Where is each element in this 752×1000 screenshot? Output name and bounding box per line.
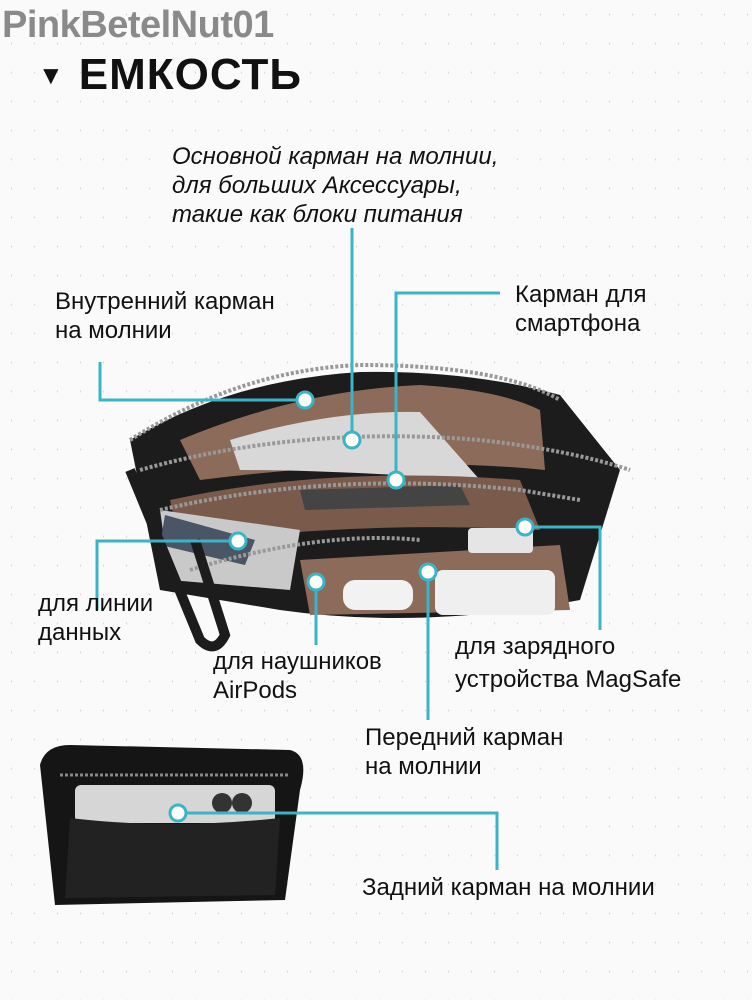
callout-airpods: для наушников AirPods xyxy=(213,647,382,705)
watermark: PinkBetelNut01 xyxy=(2,4,274,46)
callout-back-pocket: Задний карман на молнии xyxy=(362,873,655,902)
callout-line: Основной карман на молнии, xyxy=(172,143,499,170)
callout-magsafe: для зарядного устройства MagSafe xyxy=(455,630,681,696)
callout-dots xyxy=(168,390,535,823)
callout-line: Задний карман на молнии xyxy=(362,874,655,901)
callout-line: устройства MagSafe xyxy=(455,666,682,693)
callout-line: Внутренний карман xyxy=(55,288,275,315)
callout-line: Передний карман xyxy=(365,724,564,751)
callout-inner-pocket: Внутренний карман на молнии xyxy=(55,287,275,345)
clutch-bag-open xyxy=(125,362,631,652)
callout-line: на молнии xyxy=(55,317,172,344)
triangle-down-icon: ▼ xyxy=(38,59,65,90)
section-title: ▼ ЕМКОСТЬ xyxy=(38,50,302,100)
callout-line: для больших Аксессуары, xyxy=(172,172,462,199)
callout-phone-pocket: Карман для смартфона xyxy=(515,280,646,338)
callout-lines xyxy=(95,228,602,870)
callout-line: такие как блоки питания xyxy=(172,201,463,228)
callout-line: смартфона xyxy=(515,310,641,337)
callout-line: AirPods xyxy=(213,677,298,704)
title-text: ЕМКОСТЬ xyxy=(78,50,302,99)
callout-front-pocket: Передний карман на молнии xyxy=(365,723,563,781)
callout-line: для наушников xyxy=(213,648,382,675)
callout-line: Карман для xyxy=(515,281,647,308)
callout-line: на молнии xyxy=(365,753,482,780)
callout-line: для зарядного xyxy=(455,633,616,660)
callout-line: для линии xyxy=(38,590,154,617)
clutch-bag-back xyxy=(40,745,304,905)
callout-main-pocket: Основной карман на молнии, для больших А… xyxy=(172,142,498,229)
callout-cable: для линии данных xyxy=(38,589,153,647)
callout-line: данных xyxy=(38,619,122,646)
